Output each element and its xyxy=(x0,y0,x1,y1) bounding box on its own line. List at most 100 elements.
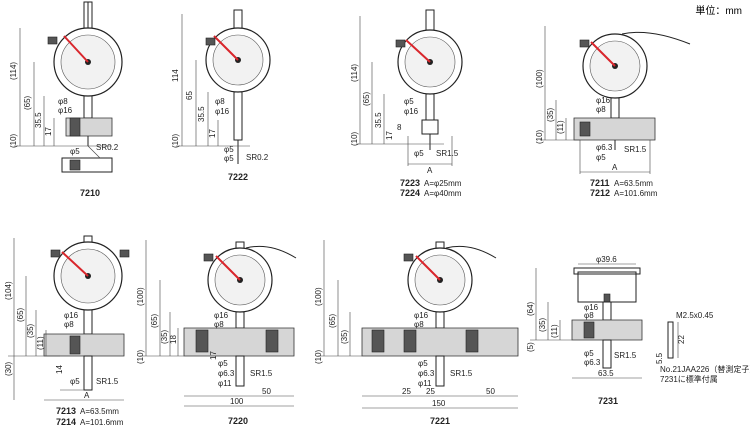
dim-7211-10: (10) xyxy=(535,129,544,144)
dim-7221-100: (100) xyxy=(314,287,323,306)
dim-7221-10: (10) xyxy=(314,349,323,364)
dim-7221-phi11: φ11 xyxy=(418,379,432,388)
dim-7231-11: (11) xyxy=(550,324,559,338)
label-7221: 7221 xyxy=(430,416,450,426)
dim-7221-phi8: φ8 xyxy=(414,320,424,329)
dim-7221-25a: 25 xyxy=(402,387,411,396)
gauge-7213 xyxy=(8,235,130,401)
dim-7223-phi16: φ16 xyxy=(404,107,419,116)
dim-7213-35: (35) xyxy=(26,323,35,338)
dim-7220-sr: SR1.5 xyxy=(250,369,273,378)
dim-7231-phi8: φ8 xyxy=(584,311,594,320)
dim-7231-phi16: φ16 xyxy=(584,303,599,312)
note-7231-b: 7231に標準付属 xyxy=(660,374,718,384)
dim-7213-30: (30) xyxy=(4,361,13,376)
dim-7220-phi5: φ5 xyxy=(218,359,228,368)
dim-7223-A: A xyxy=(427,166,433,175)
dim-7211-11: (11) xyxy=(556,120,565,134)
label-7220: 7220 xyxy=(228,416,248,426)
dim-7231-55: 5.5 xyxy=(655,352,664,364)
dim-7222-phi5b: φ5 xyxy=(224,154,234,163)
dim-7222-phi16: φ16 xyxy=(215,107,230,116)
dim-7210-10: (10) xyxy=(9,133,18,148)
dim-7223-phi5b: φ5 xyxy=(414,149,424,158)
dim-7213-phi5: φ5 xyxy=(70,377,80,386)
dim-7213-14: 14 xyxy=(55,365,64,374)
dim-7211-phi16: φ16 xyxy=(596,96,611,105)
dim-7231-phi5: φ5 xyxy=(584,349,594,358)
note-7211: A=63.5mm xyxy=(614,179,653,188)
dim-7220-18: 18 xyxy=(169,335,178,344)
dim-7220-10: (10) xyxy=(136,349,145,364)
dim-7223-114: (114) xyxy=(350,64,359,82)
label-7214: 7214 xyxy=(56,417,76,427)
dim-7220-50: 50 xyxy=(262,387,271,396)
label-7224: 7224 xyxy=(400,188,420,198)
gauge-7210 xyxy=(14,1,123,173)
dim-7223-phi5: φ5 xyxy=(404,97,414,106)
dim-7222-10: (10) xyxy=(171,133,180,148)
dim-7223-17: 17 xyxy=(385,131,394,140)
dim-7231-sr: SR1.5 xyxy=(614,351,637,360)
dim-7210-sr: SR0.2 xyxy=(96,143,119,152)
dim-7220-phi11: φ11 xyxy=(218,379,232,388)
dim-7231-64: (64) xyxy=(526,301,535,316)
dim-7231-22: 22 xyxy=(677,335,686,344)
dim-7220-100b: 100 xyxy=(230,397,244,406)
gauge-7220 xyxy=(140,240,297,407)
dim-7231-phi63: φ6.3 xyxy=(584,358,601,367)
dim-7220-35: (35) xyxy=(160,329,169,344)
label-7231: 7231 xyxy=(598,396,618,406)
gauge-7231 xyxy=(530,263,679,379)
dim-7210-65: (65) xyxy=(23,95,32,110)
dim-7223-35: 35.5 xyxy=(374,112,383,128)
dim-7221-phi16: φ16 xyxy=(414,311,429,320)
dim-7211-A: A xyxy=(612,163,618,172)
dim-7231-phi396: φ39.6 xyxy=(596,255,617,264)
unit-label: 単位：mm xyxy=(695,6,742,17)
dim-7220-65: (65) xyxy=(150,313,159,328)
dim-7220-phi8: φ8 xyxy=(214,320,224,329)
dim-7222-17: 17 xyxy=(208,129,217,138)
dim-7231-5: (5) xyxy=(526,342,535,352)
dim-7221-65: (65) xyxy=(328,313,337,328)
dim-7221-phi5: φ5 xyxy=(418,359,428,368)
note-7223: A=φ25mm xyxy=(424,179,462,188)
dim-7213-phi16: φ16 xyxy=(64,311,79,320)
label-7210: 7210 xyxy=(80,188,100,198)
label-7211: 7211 xyxy=(590,178,610,188)
dim-7223-65: (65) xyxy=(362,91,371,106)
label-7223: 7223 xyxy=(400,178,420,188)
dim-7223-10: (10) xyxy=(350,131,359,146)
gauge-7211 xyxy=(540,26,691,174)
dim-7213-phi8: φ8 xyxy=(64,320,74,329)
gauge-7222 xyxy=(176,9,271,164)
note-7212: A=101.6mm xyxy=(614,189,658,198)
dim-7221-150: 150 xyxy=(432,399,446,408)
dim-7222-phi8: φ8 xyxy=(215,97,225,106)
dim-7221-50: 50 xyxy=(486,387,495,396)
dim-7220-phi16: φ16 xyxy=(214,311,229,320)
label-7213: 7213 xyxy=(56,406,76,416)
dim-7220-100: (100) xyxy=(136,287,145,306)
dim-7213-sr: SR1.5 xyxy=(96,377,119,386)
dim-7210-phi16: φ16 xyxy=(58,106,73,115)
dim-7231-635: 63.5 xyxy=(598,369,614,378)
dim-7220-17: 17 xyxy=(209,351,218,360)
gauge-7223 xyxy=(356,9,463,166)
note-7214: A=101.6mm xyxy=(80,418,124,427)
dim-7213-A: A xyxy=(84,391,90,400)
dim-7213-11: (11) xyxy=(36,336,45,350)
dim-7211-phi63: φ6.3 xyxy=(596,143,613,152)
dim-7213-65: (65) xyxy=(16,307,25,322)
dim-7222-sr: SR0.2 xyxy=(246,153,269,162)
dim-7222-65: 65 xyxy=(185,91,194,100)
dim-7223-8: 8 xyxy=(397,123,402,132)
dim-7221-phi63: φ6.3 xyxy=(418,369,435,378)
dim-7211-100: (100) xyxy=(535,69,544,88)
dim-7211-35: (35) xyxy=(546,107,555,122)
dim-7223-sr: SR1.5 xyxy=(436,149,459,158)
label-7222: 7222 xyxy=(228,172,248,182)
